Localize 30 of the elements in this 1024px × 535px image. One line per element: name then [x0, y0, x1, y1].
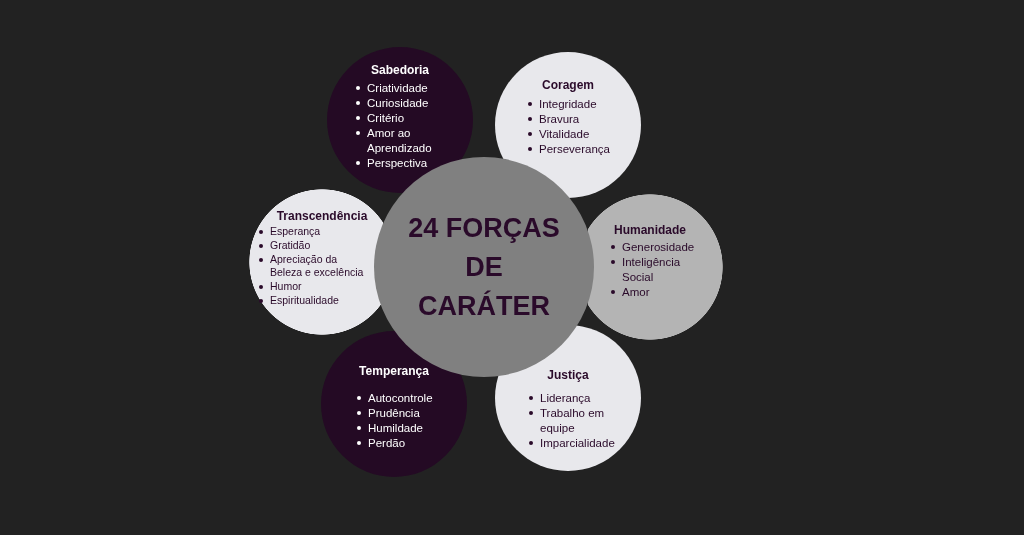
strength-item: Esperança — [258, 225, 366, 239]
strength-item: Gratidão — [258, 238, 366, 253]
category-heading: Humanidade — [613, 223, 687, 237]
strength-item: Prudência — [356, 405, 446, 421]
strength-item: Espiritualidade — [258, 294, 366, 308]
strength-item: Curiosidade — [355, 95, 455, 111]
strength-item: Autocontrole — [356, 390, 446, 406]
strength-item: Criatividade — [355, 80, 455, 96]
strength-item: Apreciação da Beleza e excelência — [258, 252, 366, 281]
strength-item: Liderança — [528, 390, 628, 406]
category-heading: Coragem — [541, 78, 595, 92]
strength-item: Inteligência Social — [610, 254, 700, 285]
strength-item: Perseverança — [527, 141, 627, 157]
category-heading: Justiça — [546, 368, 590, 382]
center-title: 24 FORÇAS DE CARÁTER — [407, 211, 561, 323]
strength-item: Trabalho em equipe — [528, 405, 628, 436]
strength-item: Humildade — [356, 420, 446, 436]
category-heading: Transcendência — [275, 209, 369, 223]
strength-item: Perdão — [356, 435, 446, 451]
strength-item: Amor ao Aprendizado — [355, 125, 455, 156]
strength-item: Bravura — [527, 111, 627, 127]
strength-item: Vitalidade — [527, 126, 627, 142]
strength-item: Imparcialidade — [528, 435, 628, 451]
category-heading: Temperança — [358, 364, 430, 378]
strength-item: Generosidade — [610, 239, 700, 255]
strength-item: Humor — [258, 280, 366, 295]
strength-item: Critério — [355, 110, 455, 126]
strength-item: Amor — [610, 284, 700, 300]
strength-item: Integridade — [527, 96, 627, 112]
category-heading: Sabedoria — [370, 63, 430, 77]
